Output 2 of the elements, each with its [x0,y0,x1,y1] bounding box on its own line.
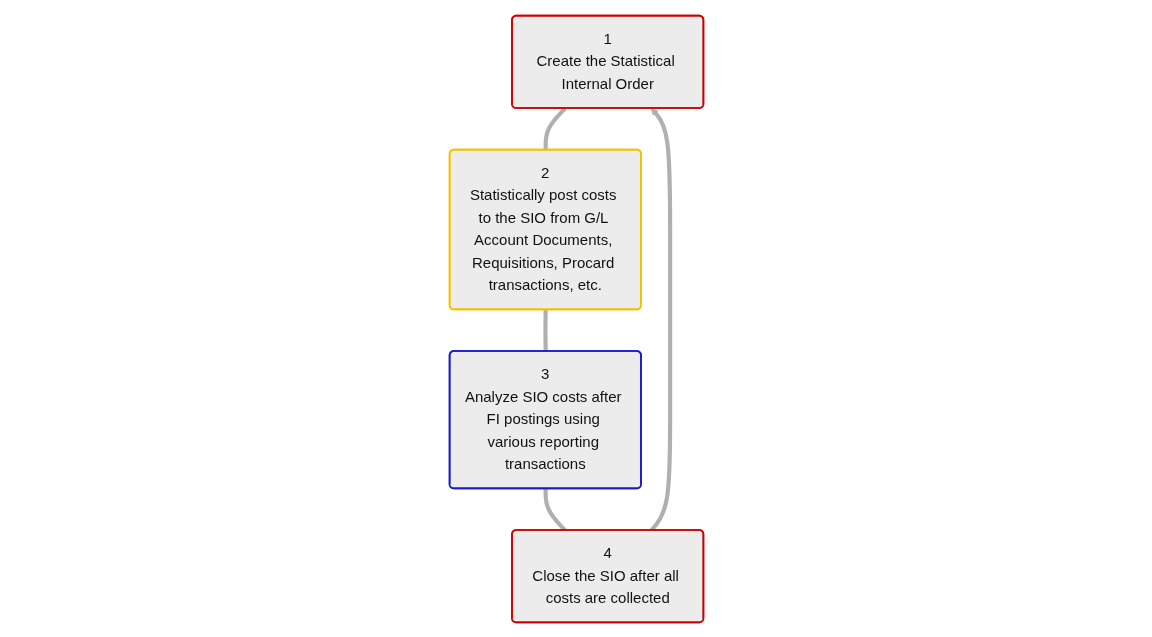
connector [542,309,548,351]
connector [543,106,567,150]
